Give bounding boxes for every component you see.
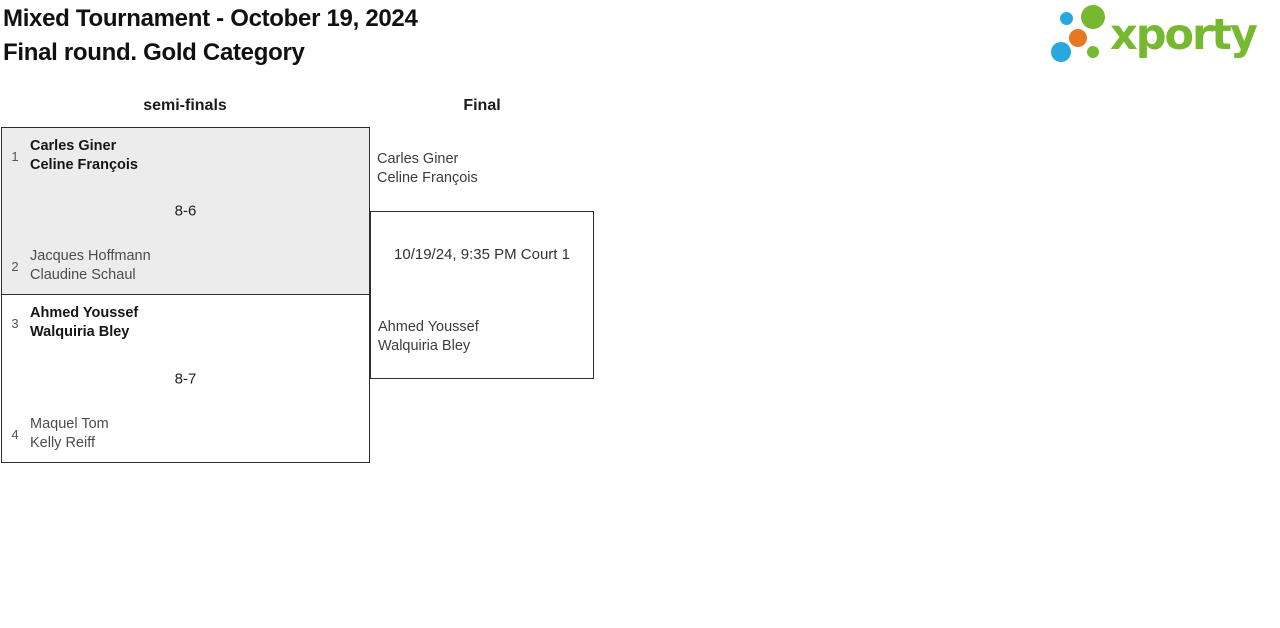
- player-name: Carles Giner: [30, 138, 117, 154]
- page-subtitle: Final round. Gold Category: [3, 39, 305, 66]
- player-name: Carles Giner: [377, 151, 459, 167]
- player-name: Celine François: [377, 170, 478, 186]
- player-name: Walquiria Bley: [378, 338, 471, 354]
- seed-number: 4: [11, 426, 19, 442]
- pair-seed4: 4 Maquel Tom Kelly Reiff: [8, 415, 109, 453]
- logo-dot-blue-big-icon: [1051, 42, 1071, 62]
- team-names: Maquel Tom Kelly Reiff: [30, 415, 109, 453]
- seed-number: 2: [11, 258, 19, 274]
- pair-seed3: 3 Ahmed Youssef Walquiria Bley: [8, 304, 138, 342]
- match-semifinal-1[interactable]: 1 Carles Giner Celine François 8-6 2 Jac…: [1, 127, 370, 295]
- player-name: Walquiria Bley: [30, 324, 130, 340]
- pair-seed1: 1 Carles Giner Celine François: [8, 137, 138, 175]
- pair-seed2: 2 Jacques Hoffmann Claudine Schaul: [8, 247, 151, 285]
- player-name: Ahmed Youssef: [30, 305, 139, 321]
- player-name: Claudine Schaul: [30, 267, 136, 283]
- final-team-top: Carles Giner Celine François: [377, 150, 478, 188]
- header: Mixed Tournament - October 19, 2024 Fina…: [3, 2, 418, 70]
- logo-dot-blue-small-icon: [1060, 12, 1073, 25]
- team-names: Ahmed Youssef Walquiria Bley: [30, 304, 138, 342]
- player-name: Jacques Hoffmann: [30, 248, 151, 264]
- match-score: 8-6: [174, 202, 197, 220]
- match-semifinal-2[interactable]: 3 Ahmed Youssef Walquiria Bley 8-7 4 Maq…: [1, 294, 370, 463]
- player-name: Maquel Tom: [30, 416, 109, 432]
- team-names: Jacques Hoffmann Claudine Schaul: [30, 247, 151, 285]
- team-names: Carles Giner Celine François: [30, 137, 138, 175]
- player-name: Ahmed Youssef: [378, 319, 479, 335]
- logo-dot-orange-icon: [1069, 29, 1087, 47]
- player-name: Kelly Reiff: [30, 435, 96, 451]
- seed-number: 3: [11, 315, 19, 331]
- page-title: Mixed Tournament - October 19, 2024: [3, 5, 418, 32]
- player-name: Celine François: [30, 157, 138, 173]
- seed-number: 1: [11, 148, 19, 164]
- match-score: 8-7: [174, 370, 197, 387]
- logo-dot-green-small-icon: [1087, 46, 1099, 58]
- match-schedule: 10/19/24, 9:35 PM Court 1: [394, 246, 570, 263]
- round-label-semifinals: semi-finals: [143, 97, 227, 114]
- round-label-final: Final: [463, 97, 501, 114]
- final-team-bottom: Ahmed Youssef Walquiria Bley: [378, 318, 479, 356]
- logo-dot-green-big-icon: [1081, 5, 1105, 29]
- match-final[interactable]: 10/19/24, 9:35 PM Court 1 Ahmed Youssef …: [370, 211, 594, 379]
- logo-wordmark: xporty: [1110, 10, 1258, 60]
- xporty-logo[interactable]: xporty: [1048, 0, 1280, 74]
